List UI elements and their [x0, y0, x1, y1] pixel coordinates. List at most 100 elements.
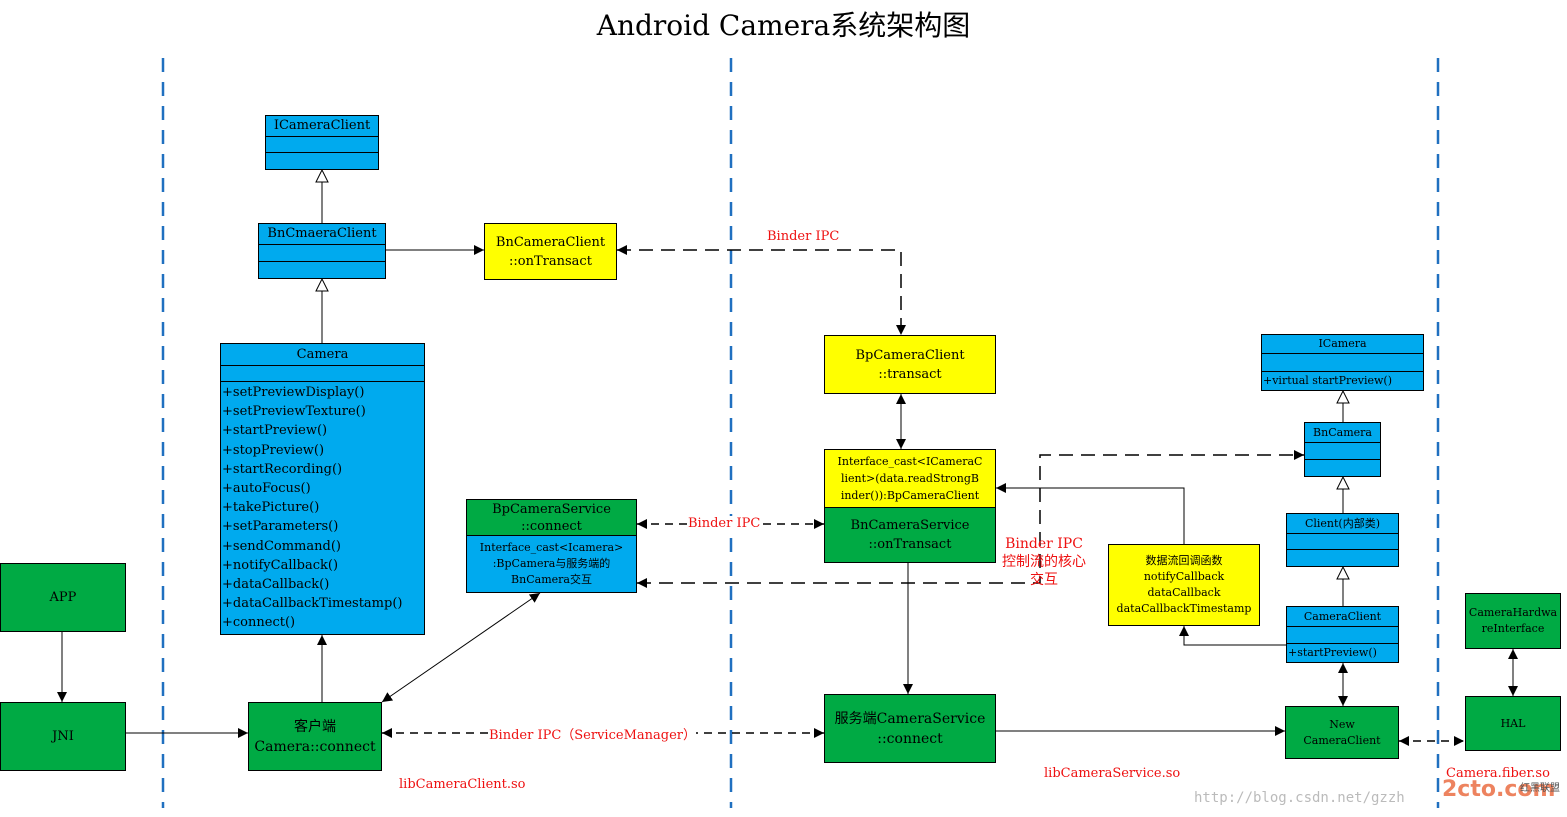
watermark-logo-sub: 红黑联盟	[1520, 783, 1560, 794]
new-cameraclient-line-1: New	[1329, 717, 1355, 731]
class-icameraclient-attrs	[266, 137, 378, 153]
label-binder-ipc-control-line-3: 交互	[1030, 572, 1058, 588]
box-jni: JNI	[0, 702, 126, 771]
bpcameraservice-body-line-3: BnCamera交互	[511, 573, 592, 586]
class-client-inner-ops	[1287, 550, 1398, 566]
class-camera-methods: +setPreviewDisplay() +setPreviewTexture(…	[221, 382, 424, 633]
box-interface-bncameraservice: Interface_cast<ICameraC lient>(data.read…	[824, 449, 996, 563]
data-callbacks-line-4: dataCallbackTimestamp	[1116, 602, 1252, 615]
label-lib-service: libCameraService.so	[1044, 766, 1181, 781]
box-app: APP	[0, 563, 126, 632]
box-jni-label: JNI	[52, 729, 74, 744]
bpcameraservice-body-line-2: :BpCamera与服务端的	[492, 557, 611, 570]
box-bpcameraservice: BpCameraService ::connect Interface_cast…	[466, 499, 637, 593]
method-startpreview: +startPreview()	[222, 423, 328, 439]
class-camera-attrs	[221, 366, 424, 382]
class-bncmaeraclient: BnCmaeraClient	[258, 223, 386, 279]
class-icamera: ICamera +virtual startPreview()	[1261, 334, 1424, 391]
client-connect-line-2: Camera::connect	[254, 738, 376, 755]
class-cameraclient-attrs	[1287, 627, 1398, 644]
method-datacallbacktimestamp: +dataCallbackTimestamp()	[222, 596, 403, 612]
client-connect-line-1: 客户端	[294, 718, 336, 735]
arrow-client-bpcameraservice	[381, 592, 541, 703]
class-icameraclient-name: ICameraClient	[266, 116, 378, 137]
label-binder-ipc-control: Binder IPC 控制流的核心 交互	[996, 535, 1092, 589]
bncameraservice-ontransact-line-1: BnCameraService	[850, 518, 970, 533]
arrow-cameraclient-callbacks	[1179, 626, 1286, 646]
bncameraclient-ontransact-line-2: ::onTransact	[509, 253, 592, 269]
class-bncamera: BnCamera	[1304, 422, 1381, 477]
bncameraservice-ontransact-line-2: ::onTransact	[868, 537, 952, 552]
method-takepicture: +takePicture()	[222, 500, 320, 516]
camera-hw-interface-line-2: reInterface	[1481, 622, 1545, 635]
method-sendcommand: +sendCommand()	[222, 538, 341, 554]
box-data-callbacks: 数据流回调函数 notifyCallback dataCallback data…	[1108, 544, 1260, 626]
method-autofocus: +autoFocus()	[222, 481, 311, 497]
label-binder-ipc-servicemanager: Binder IPC（ServiceManager）	[489, 724, 696, 743]
service-connect-line-2: ::connect	[877, 730, 943, 747]
data-callbacks-line-2: notifyCallback	[1143, 570, 1225, 583]
class-icameraclient: ICameraClient	[265, 115, 379, 170]
class-bncmaeraclient-name: BnCmaeraClient	[259, 224, 385, 245]
box-service-connect: 服务端CameraService ::connect	[824, 694, 996, 763]
method-connect: +connect()	[222, 615, 296, 631]
class-cameraclient-name: CameraClient	[1287, 607, 1398, 627]
bpcameraclient-transact-line-2: ::transact	[878, 366, 942, 382]
watermark-logo: 2cto.com	[1442, 777, 1556, 802]
diagram-title: Android Camera系统架构图	[596, 9, 971, 42]
data-callbacks-line-1: 数据流回调函数	[1145, 554, 1223, 567]
class-bncmaeraclient-ops	[259, 262, 385, 278]
dashed-bpcameraservice-bncamera	[637, 450, 1304, 588]
bncameraservice-ontransact-section: BnCameraService ::onTransact	[825, 508, 995, 562]
interface-cast-line-3: inder()):BpCameraClient	[840, 489, 980, 502]
class-icamera-attrs	[1262, 354, 1423, 372]
box-new-cameraclient: New CameraClient	[1285, 706, 1399, 759]
class-client-inner-name: Client(内部类)	[1287, 514, 1398, 534]
box-camera-hw-interface: CameraHardwa reInterface	[1465, 593, 1561, 649]
bpcameraservice-line-2: ::connect	[521, 518, 582, 534]
service-connect-line-1: 服务端CameraService	[834, 710, 986, 727]
method-startrecording: +startRecording()	[222, 461, 343, 477]
label-lib-hw: Camera.fiber.so	[1446, 766, 1550, 781]
box-hal: HAL	[1465, 696, 1561, 751]
box-bpcameraclient-transact: BpCameraClient ::transact	[824, 335, 996, 394]
box-client-connect: 客户端 Camera::connect	[248, 702, 382, 771]
bncameraclient-ontransact-line-1: BnCameraClient	[495, 234, 606, 250]
method-datacallback: +dataCallback()	[222, 577, 330, 593]
method-setpreviewtexture: +setPreviewTexture()	[222, 404, 366, 420]
interface-cast-line-2: lient>(data.readStrongB	[840, 472, 980, 485]
new-cameraclient-line-2: CameraClient	[1303, 733, 1381, 747]
box-app-label: APP	[49, 590, 77, 605]
label-binder-ipc-control-line-1: Binder IPC	[1005, 536, 1083, 552]
bpcameraservice-header: BpCameraService ::connect	[467, 500, 636, 536]
method-setparameters: +setParameters()	[222, 519, 339, 535]
watermark-url: http://blog.csdn.net/gzzh	[1194, 790, 1405, 806]
class-bncamera-ops	[1305, 460, 1380, 476]
label-binder-ipc-mid: Binder IPC	[688, 516, 761, 531]
method-setpreviewdisplay: +setPreviewDisplay()	[222, 385, 365, 400]
class-icameraclient-ops	[266, 153, 378, 169]
interface-cast-section: Interface_cast<ICameraC lient>(data.read…	[825, 450, 995, 508]
method-stoppreview: +stopPreview()	[222, 442, 325, 458]
class-client-inner-attrs	[1287, 534, 1398, 550]
bpcameraservice-body-line-1: Interface_cast<Icamera>	[479, 541, 624, 554]
box-hal-label: HAL	[1500, 717, 1526, 730]
class-bncamera-name: BnCamera	[1305, 423, 1380, 443]
class-bncmaeraclient-attrs	[259, 245, 385, 262]
class-icamera-method: +virtual startPreview()	[1263, 374, 1392, 387]
bpcameraclient-transact-line-1: BpCameraClient	[855, 347, 965, 363]
dashed-ontransact-bpcameraclient	[617, 245, 906, 335]
class-camera: Camera +setPreviewDisplay() +setPreviewT…	[220, 343, 425, 635]
label-binder-ipc-top: Binder IPC	[767, 229, 840, 244]
data-callbacks-line-3: dataCallback	[1147, 586, 1221, 599]
class-camera-name: Camera	[221, 344, 424, 366]
class-cameraclient-method: +startPreview()	[1288, 646, 1377, 659]
label-lib-client: libCameraClient.so	[399, 777, 526, 792]
class-icamera-name: ICamera	[1262, 335, 1423, 354]
method-notifycallback: +notifyCallback()	[222, 557, 339, 573]
bpcameraservice-line-1: BpCameraService	[492, 501, 611, 517]
class-bncamera-attrs	[1305, 443, 1380, 460]
interface-cast-line-1: Interface_cast<ICameraC	[837, 455, 983, 468]
